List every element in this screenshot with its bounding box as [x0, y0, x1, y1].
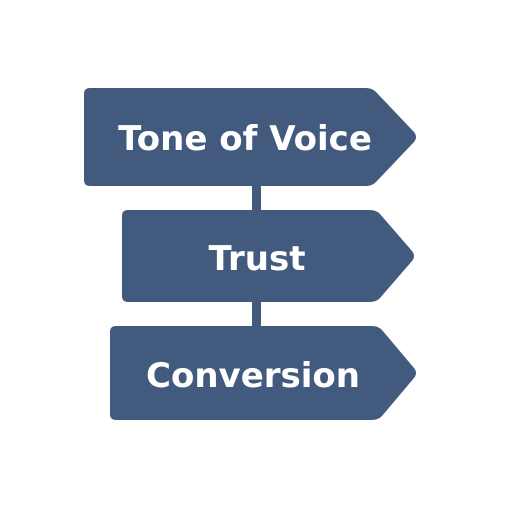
sign-label-trust: Trust: [209, 239, 306, 279]
connector-post-upper: [252, 184, 261, 214]
sign-conversion: Conversion: [110, 326, 416, 420]
sign-label-conversion: Conversion: [146, 356, 360, 396]
arrow-right-icon: [110, 326, 416, 420]
sign-label-tone-of-voice: Tone of Voice: [118, 119, 372, 159]
arrow-right-icon: [84, 88, 416, 186]
arrow-right-icon: [122, 210, 414, 302]
sign-tone-of-voice: Tone of Voice: [84, 88, 416, 186]
sign-trust: Trust: [122, 210, 414, 302]
connector-post-lower: [252, 300, 261, 330]
